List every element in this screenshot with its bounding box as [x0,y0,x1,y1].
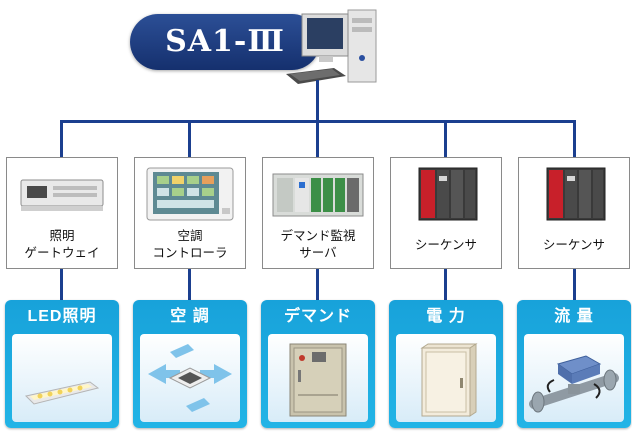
flow-meter-icon [529,355,619,413]
power-panel-icon [420,343,478,417]
system-title: SA1-Ⅲ [165,24,285,59]
category-led-lighting: LED照明 [5,300,119,428]
category-label: LED照明 [27,308,97,325]
connector-drop [444,120,447,157]
category-label: 流 量 [554,308,594,325]
device-lighting-gateway: 照明 ゲートウェイ [6,157,118,269]
connector-lower [573,269,576,300]
gateway-device-icon [20,179,104,211]
category-electric-power: 電 力 [389,300,503,428]
title-pill [130,14,320,70]
connector-drop [573,120,576,157]
category-demand: デマンド [261,300,375,428]
connector-trunk [316,80,319,122]
connector-lower [316,269,319,300]
category-image-area [524,334,624,422]
ac-controller-panel-icon [146,167,234,221]
category-flow: 流 量 [517,300,631,428]
category-image-area [140,334,240,422]
connector-drop [316,120,319,157]
connector-lower [60,269,63,300]
device-demand-server: デマンド監視 サーバ [262,157,374,269]
air-conditioner-icon [148,344,232,412]
category-image-area [12,334,112,422]
demand-server-icon [272,173,364,217]
category-image-area [268,334,368,422]
demand-cabinet-icon [289,343,347,417]
computer-icon [286,9,377,84]
device-sequencer: シーケンサ [518,157,630,269]
sequencer-plc-icon [418,167,478,221]
device-sequencer: シーケンサ [390,157,502,269]
connector-lower [444,269,447,300]
device-label: 空調 コントローラ [152,229,228,260]
device-label: シーケンサ [414,238,478,252]
category-label: 電 力 [426,308,466,325]
connector-lower [188,269,191,300]
device-label: 照明 ゲートウェイ [24,229,100,260]
device-label: デマンド監視 サーバ [280,229,356,260]
connector-drop [60,120,63,157]
category-air-conditioning: 空 調 [133,300,247,428]
category-label: 空 調 [170,308,210,325]
sequencer-plc-icon [546,167,606,221]
device-ac-controller: 空調 コントローラ [134,157,246,269]
category-label: デマンド [283,308,352,325]
category-image-area [396,334,496,422]
led-light-icon [24,381,100,405]
device-label: シーケンサ [542,238,606,252]
connector-drop [188,120,191,157]
